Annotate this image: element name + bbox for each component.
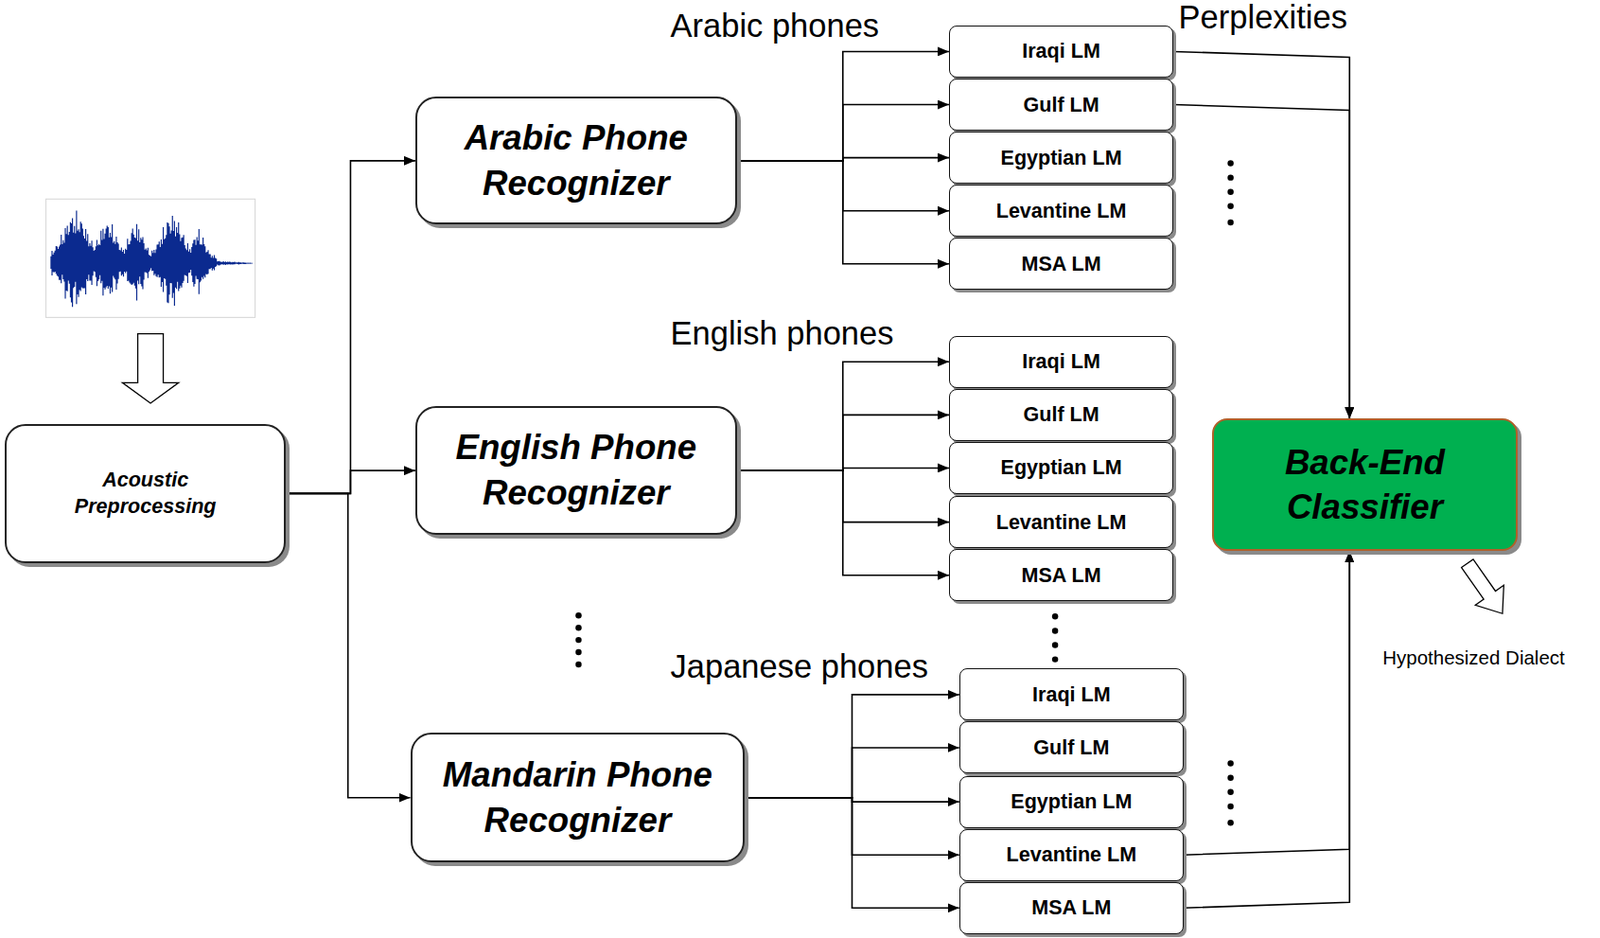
language-model-box: Gulf LM: [949, 388, 1174, 441]
language-model-box: Levantine LM: [959, 828, 1184, 881]
language-model-box: Egyptian LM: [949, 131, 1174, 184]
node-text: Egyptian LM: [1001, 454, 1123, 481]
language-model-box: MSA LM: [949, 548, 1174, 601]
connector-arrow: [744, 797, 959, 908]
connector-arrow: [744, 694, 959, 798]
language-model-box: Egyptian LM: [959, 775, 1184, 828]
connector-arrow: [737, 361, 950, 471]
node-text: Iraqi LM: [1021, 348, 1101, 375]
node-text: Egyptian LM: [1001, 144, 1123, 172]
process-box: Acoustic Preprocessing: [4, 423, 286, 564]
language-model-box: Egyptian LM: [949, 441, 1174, 494]
connector-arrow: [1183, 550, 1350, 908]
node-text: Levantine LM: [1006, 841, 1138, 868]
recognizer-box: English Phone Recognizer: [415, 405, 738, 535]
hollow-arrow: [122, 334, 178, 404]
node-text: Gulf LM: [1022, 91, 1099, 119]
language-model-box: Iraqi LM: [949, 25, 1174, 78]
node-text: Iraqi LM: [1032, 681, 1111, 708]
node-text: Egyptian LM: [1010, 788, 1132, 815]
node-text: Mandarin Phone Recognizer: [421, 752, 735, 843]
language-model-box: MSA LM: [959, 881, 1184, 934]
node-text: Acoustic Preprocessing: [58, 466, 232, 520]
waveform-frame: [46, 198, 256, 317]
language-model-box: Iraqi LM: [959, 668, 1184, 721]
node-text: Arabic Phone Recognizer: [426, 115, 726, 206]
connector-arrow: [285, 492, 411, 797]
recognizer-box: Mandarin Phone Recognizer: [410, 732, 746, 862]
language-model-box: Gulf LM: [959, 720, 1184, 774]
connector-arrow: [737, 160, 950, 264]
language-model-box: MSA LM: [949, 237, 1174, 290]
connector-arrow: [285, 160, 416, 494]
recognizer-box: Arabic Phone Recognizer: [415, 96, 738, 225]
connector-arrow: [1173, 105, 1350, 420]
node-text: English Phone Recognizer: [426, 424, 726, 515]
annotation-label: Perplexities: [1178, 0, 1348, 36]
waveform-strokes: [51, 210, 252, 308]
connector-arrow: [744, 747, 959, 798]
node-text: Iraqi LM: [1021, 37, 1101, 65]
node-text: Gulf LM: [1033, 734, 1109, 761]
annotation-label: Arabic phones: [670, 8, 880, 45]
node-text: Levantine LM: [996, 509, 1127, 536]
node-text: Levantine LM: [996, 197, 1127, 225]
connector-arrow: [737, 414, 950, 471]
annotation-label: English phones: [670, 316, 895, 352]
connector-arrow: [285, 470, 416, 493]
connector-arrow: [1183, 550, 1350, 855]
hollow-arrow: [1453, 553, 1517, 624]
node-text: MSA LM: [1020, 250, 1101, 278]
connector-arrow: [737, 105, 950, 161]
annotation-label: Japanese phones: [670, 649, 929, 686]
node-text: MSA LM: [1020, 562, 1101, 589]
connector-arrow: [1173, 51, 1350, 419]
node-text: Back-End Classifier: [1223, 439, 1506, 530]
node-text: Gulf LM: [1022, 401, 1099, 428]
language-model-box: Levantine LM: [949, 184, 1174, 237]
language-model-box: Iraqi LM: [949, 335, 1174, 388]
connector-arrow: [737, 470, 950, 576]
classifier-box: Back-End Classifier: [1212, 418, 1517, 551]
output-label: Hypothesized Dialect: [1382, 647, 1565, 669]
connector-arrow: [737, 51, 950, 160]
language-model-box: Gulf LM: [949, 78, 1174, 131]
waveform: [51, 210, 252, 308]
language-model-box: Levantine LM: [949, 495, 1174, 548]
node-text: MSA LM: [1031, 894, 1111, 921]
